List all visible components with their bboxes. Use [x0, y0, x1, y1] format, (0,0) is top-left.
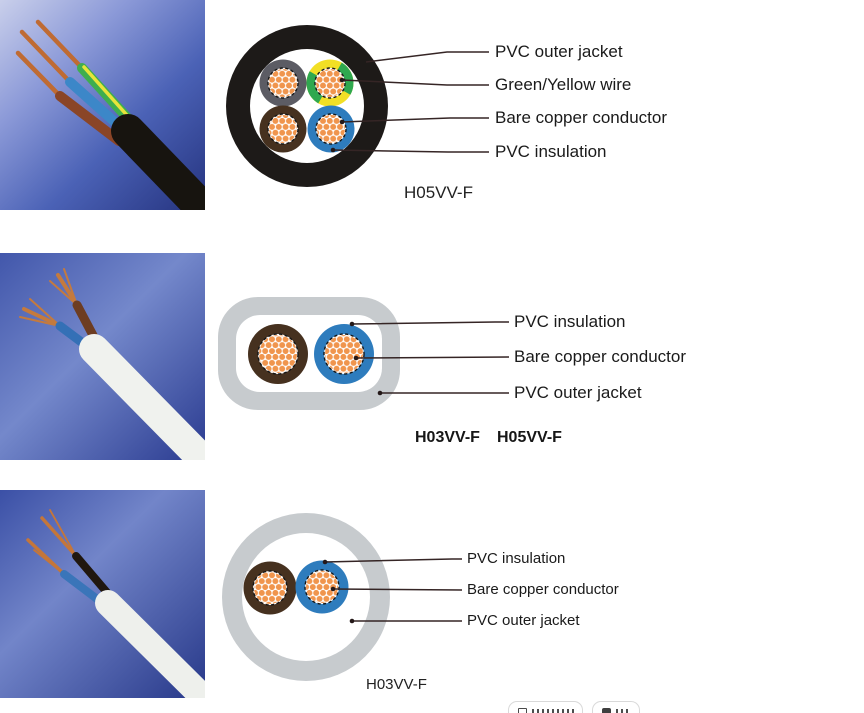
- cross-section-flat: [218, 297, 510, 410]
- leader-lines: [324, 558, 463, 622]
- diagram-label: PVC insulation: [495, 142, 607, 161]
- leader-dots: [349, 321, 383, 396]
- conductor-brown: [243, 561, 297, 615]
- cable-photo-flat-white: [0, 253, 205, 460]
- copper-wire-tips: [26, 509, 78, 576]
- cable-type-caption: H03VV-F: [415, 429, 480, 446]
- diagram-label: Bare copper conductor: [495, 108, 667, 127]
- copper-strands: [325, 335, 363, 373]
- copper-strands: [269, 115, 297, 143]
- diagram-label: Green/Yellow wire: [495, 75, 632, 94]
- diagram-label: Bare copper conductor: [514, 347, 686, 366]
- conductor-blue: [314, 324, 374, 384]
- cable-type-caption: H05VV-F: [404, 183, 473, 202]
- copper-strands: [259, 335, 297, 373]
- copper-strands: [316, 69, 344, 97]
- conductor-brown: [259, 105, 307, 153]
- conductor-blue: [295, 560, 349, 614]
- leader-lines: [332, 51, 489, 153]
- diagram-label: PVC outer jacket: [495, 42, 623, 61]
- leader-lines: [351, 321, 510, 394]
- button-text-cropped: [616, 709, 628, 713]
- conductor-green-yellow: [306, 59, 354, 107]
- crop-image-button[interactable]: [508, 701, 583, 713]
- button-text-cropped: [532, 709, 574, 713]
- leader-dots: [330, 77, 345, 153]
- insulated-wires: [60, 552, 114, 606]
- leader-dots: [322, 559, 355, 624]
- diagram-label: PVC insulation: [467, 550, 566, 567]
- cable-photo-round-white: [0, 490, 205, 698]
- cable-photo-h05vvf-round: [0, 0, 205, 210]
- diagram-label: PVC outer jacket: [467, 612, 580, 629]
- copper-strands: [269, 69, 297, 97]
- copper-strands: [317, 115, 345, 143]
- image-icon: [602, 708, 611, 713]
- conductor-blue: [307, 105, 355, 153]
- image-tool-button[interactable]: [592, 701, 640, 713]
- crop-frame-icon: [518, 708, 527, 713]
- cross-section-h03vvf: [222, 513, 463, 681]
- copper-strands: [254, 572, 286, 604]
- white-cable-sheath: [79, 334, 205, 460]
- diagram-label: PVC outer jacket: [514, 383, 642, 402]
- diagram-label: PVC insulation: [514, 312, 626, 331]
- copper-wire-tips: [15, 19, 85, 99]
- cross-section-h05vvf: [226, 25, 489, 187]
- copper-strands: [306, 571, 338, 603]
- copper-wire-tips: [19, 268, 79, 328]
- conductor-gray: [259, 59, 307, 107]
- conductor-brown: [248, 324, 308, 384]
- white-cable-sheath: [95, 590, 205, 698]
- black-cable-sheath: [111, 114, 205, 210]
- cable-type-caption: H03VV-F: [366, 676, 427, 693]
- diagram-label: Bare copper conductor: [467, 581, 619, 598]
- cable-type-caption: H05VV-F: [497, 429, 562, 446]
